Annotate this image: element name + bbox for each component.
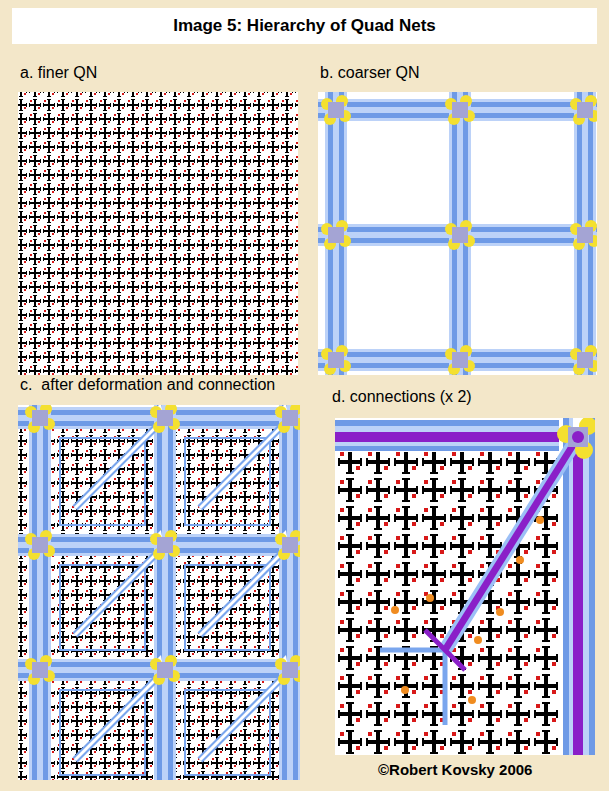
label-holder: ©Robert Kovsky 2006 <box>378 761 532 779</box>
title-banner: Image 5: Hierarchy of Quad Nets <box>12 8 597 44</box>
grid-junction <box>150 655 180 685</box>
grid-junction <box>275 530 300 560</box>
connection-line <box>445 437 578 650</box>
connection-arrow <box>200 655 288 760</box>
grid-junction <box>321 220 351 250</box>
grid-band <box>154 405 176 780</box>
panel-heading: d. connections (x 2) <box>330 386 472 408</box>
grid-band <box>279 405 300 780</box>
grid-junction <box>275 655 300 685</box>
copyright-notice: ©Robert Kovsky 2006 <box>378 761 532 779</box>
figure-panel: a. finer QN <box>18 62 298 375</box>
fine-net <box>335 418 595 755</box>
coarse-net <box>318 92 597 375</box>
band-fill <box>583 418 589 755</box>
branch-line <box>443 650 448 725</box>
connection-arrow <box>75 530 163 635</box>
grid-junction <box>25 655 55 685</box>
band-ground <box>335 418 595 452</box>
branch-line <box>380 648 445 653</box>
connection-arrow <box>75 405 163 508</box>
band-stripe <box>589 418 595 755</box>
node-dot <box>468 696 476 704</box>
grid-junction <box>445 95 475 125</box>
figure-panel: d. connections (x 2) <box>330 386 595 755</box>
grid-junction <box>25 530 55 560</box>
grid-junction <box>570 95 597 125</box>
band-fill <box>335 426 595 432</box>
band-fill <box>335 442 595 446</box>
node-dot <box>496 608 504 616</box>
panel-heading: c. after deformation and connection <box>18 374 275 396</box>
node-dot <box>426 594 434 602</box>
figure-panel: b. coarser QN <box>318 62 597 375</box>
junction-core <box>568 427 588 447</box>
connection-line <box>573 432 583 755</box>
magnified-connection <box>335 418 595 755</box>
grid-junction <box>150 530 180 560</box>
grid-junction <box>275 405 300 433</box>
grid-junction <box>570 345 597 375</box>
arrow-halo <box>445 437 578 650</box>
combined-net <box>18 405 300 780</box>
band-stripe <box>335 420 595 426</box>
panel-heading: a. finer QN <box>18 62 97 84</box>
node-dot <box>401 686 409 694</box>
grid-junction <box>445 220 475 250</box>
node-dot <box>536 516 544 524</box>
grid-junction <box>321 95 351 125</box>
grid-junction <box>25 405 55 433</box>
connection-arrow <box>200 405 288 508</box>
grid-junction <box>445 345 475 375</box>
panel-heading: b. coarser QN <box>318 62 420 84</box>
title-text: Image 5: Hierarchy of Quad Nets <box>173 16 436 36</box>
band-stripe <box>335 446 595 451</box>
connection-line <box>425 630 465 670</box>
figure-panel: c. after deformation and connection <box>18 374 300 780</box>
fine-net <box>18 92 298 375</box>
grid-junction <box>570 220 597 250</box>
connection-arrow <box>200 530 288 635</box>
node-dot <box>391 606 399 614</box>
connection-line <box>335 432 595 442</box>
node-dot <box>474 636 482 644</box>
grid-junction <box>321 345 351 375</box>
grid-band <box>29 405 51 780</box>
grid-junction <box>150 405 180 433</box>
connection-arrow <box>75 655 163 760</box>
band-fill <box>569 418 573 755</box>
node-dot <box>516 556 524 564</box>
connection-hub <box>572 431 584 443</box>
